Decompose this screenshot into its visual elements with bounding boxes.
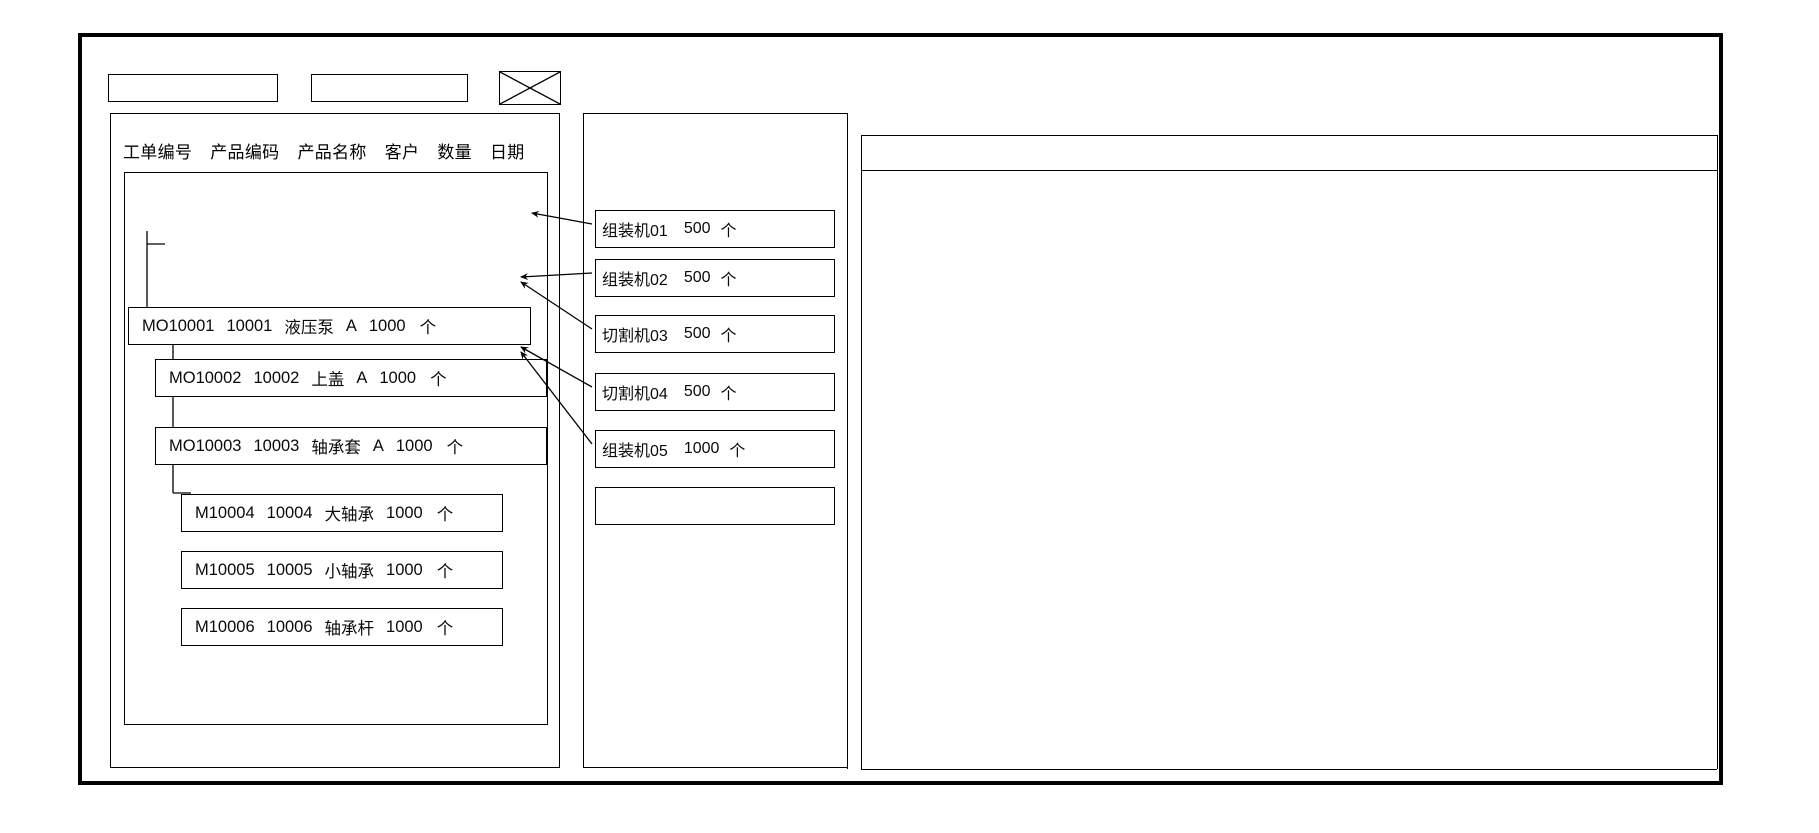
work-order-tree-panel: 工单编号 产品编码 产品名称 客户 数量 日期 MO10: [110, 113, 560, 768]
column-header-product-name: 产品名称: [297, 143, 367, 162]
tree-row[interactable]: MO10003 10003 轴承套 A 1000 个: [155, 427, 547, 465]
tree-row-unit: 个: [436, 506, 454, 524]
tree-row-order-no: MO10003: [169, 436, 242, 455]
machine-unit: 个: [729, 443, 746, 460]
detail-panel: [849, 113, 1719, 770]
tree-row-unit: 个: [436, 620, 454, 638]
machine-name: 组装机05: [602, 443, 668, 460]
tree-row-unit: 个: [430, 371, 447, 389]
tree-row-order-no: MO10001: [142, 316, 215, 335]
tree-row[interactable]: M10004 10004 大轴承 1000 个: [181, 494, 503, 532]
tree-row-unit: 个: [419, 319, 437, 337]
tree-row[interactable]: M10006 10006 轴承杆 1000 个: [181, 608, 503, 646]
machine-name: 组装机02: [602, 272, 668, 289]
machine-name: 切割机03: [602, 328, 668, 345]
machine-row[interactable]: 组装机05 1000 个: [595, 430, 835, 468]
tree-row-product-code: 10005: [266, 560, 313, 579]
tree-row-order-no: M10004: [195, 503, 255, 522]
tree-row-quantity: 1000: [386, 503, 423, 522]
tree-row-product-code: 10003: [253, 436, 300, 455]
tree-row-order-no: MO10002: [169, 368, 242, 387]
tree-row-order-no: M10005: [195, 560, 255, 579]
column-header-product-code: 产品编码: [210, 143, 280, 162]
detail-panel-header-bar: [861, 135, 1717, 136]
tree-row-quantity: 1000: [386, 560, 423, 579]
column-header-order-no: 工单编号: [123, 143, 193, 162]
tree-row-product-name: 轴承杆: [324, 620, 375, 638]
detail-panel-header-divider: [861, 170, 1717, 171]
machine-unit: 个: [720, 328, 737, 345]
toolbar-field-2[interactable]: [311, 74, 468, 102]
machine-quantity: 500: [683, 269, 711, 286]
image-placeholder-icon[interactable]: [499, 71, 561, 105]
tree-row[interactable]: MO10002 10002 上盖 A 1000 个: [155, 359, 547, 397]
machine-row[interactable]: 切割机03 500 个: [595, 315, 835, 353]
machine-quantity: 500: [683, 325, 711, 342]
machine-quantity: 500: [683, 383, 711, 400]
tree-row-product-code: 10006: [266, 617, 313, 636]
machine-row-empty[interactable]: [595, 487, 835, 525]
tree-row-quantity: 1000: [395, 436, 433, 455]
machine-row[interactable]: 组装机02 500 个: [595, 259, 835, 297]
toolbar-field-1[interactable]: [108, 74, 278, 102]
machine-name: 组装机01: [602, 223, 668, 240]
middle-right-divider: [847, 113, 848, 769]
tree-row-unit: 个: [446, 439, 464, 457]
detail-panel-bottom-edge: [861, 769, 1717, 770]
tree-row-product-code: 10004: [266, 503, 313, 522]
tree-row-product-name: 液压泵: [284, 319, 334, 337]
machine-quantity: 1000: [683, 440, 720, 457]
tree-row-quantity: 1000: [386, 617, 423, 636]
detail-panel-left-edge: [861, 135, 862, 769]
tree-row[interactable]: MO10001 10001 液压泵 A 1000 个: [128, 307, 531, 345]
tree-row-product-name: 轴承套: [311, 439, 361, 457]
column-header-customer: 客户: [384, 143, 420, 162]
operation-list-panel: 组装机01 500 个 组装机02 500 个 切割机03 500 个 切割机0…: [583, 113, 1267, 768]
tree-row-customer: A: [372, 436, 384, 455]
tree-row-quantity: 1000: [368, 316, 406, 335]
machine-unit: 个: [720, 272, 737, 289]
machine-name: 切割机04: [602, 386, 668, 403]
machine-row[interactable]: 组装机01 500 个: [595, 210, 835, 248]
tree-row[interactable]: M10005 10005 小轴承 1000 个: [181, 551, 503, 589]
tree-row-customer: A: [356, 368, 368, 387]
machine-unit: 个: [720, 386, 737, 403]
detail-panel-right-edge: [1717, 135, 1718, 769]
machine-row[interactable]: 切割机04 500 个: [595, 373, 835, 411]
tree-row-customer: A: [345, 316, 357, 335]
tree-row-product-code: 10001: [226, 316, 273, 335]
tree-row-unit: 个: [436, 563, 454, 581]
tree-column-headers: 工单编号 产品编码 产品名称 客户 数量 日期: [123, 138, 543, 163]
tree-row-quantity: 1000: [379, 368, 417, 387]
machine-unit: 个: [720, 223, 737, 240]
column-header-quantity: 数量: [437, 143, 472, 162]
tree-row-product-name: 小轴承: [324, 563, 375, 581]
tree-row-order-no: M10006: [195, 617, 255, 636]
tree-row-product-code: 10002: [253, 368, 300, 387]
machine-quantity: 500: [683, 220, 711, 237]
column-header-date: 日期: [489, 143, 525, 162]
tree-row-product-name: 大轴承: [324, 506, 375, 524]
tree-row-product-name: 上盖: [311, 371, 345, 389]
